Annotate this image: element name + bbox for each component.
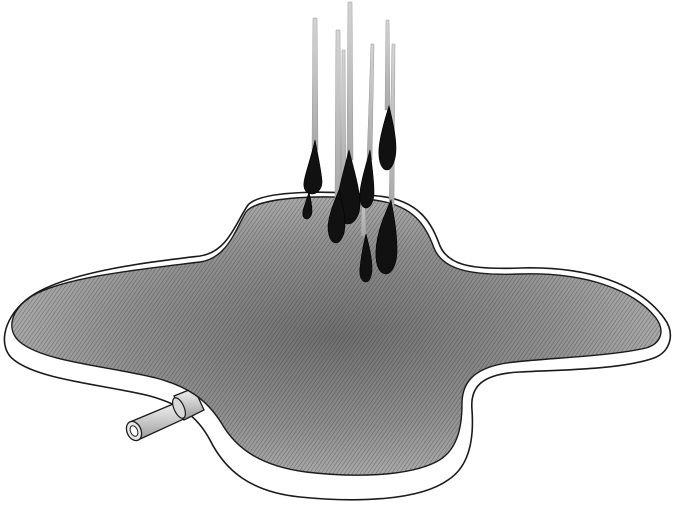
drip-streak bbox=[312, 18, 318, 150]
drip-streak bbox=[335, 30, 341, 200]
drip-streak bbox=[385, 20, 390, 110]
drop bbox=[304, 140, 322, 194]
drip-streak bbox=[347, 2, 353, 160]
drip-streak bbox=[367, 44, 374, 160]
